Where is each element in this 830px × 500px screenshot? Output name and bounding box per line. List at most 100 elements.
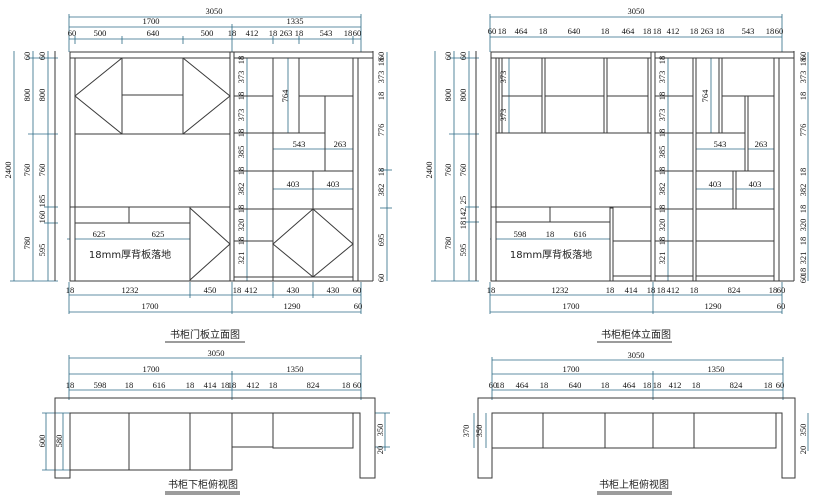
dimension-label: 60 [354, 301, 363, 311]
dimension-label: 3050 [628, 350, 645, 360]
dimension-label: 18 [236, 129, 246, 138]
dimension-label: 1232 [122, 285, 139, 295]
dimension-label: 18 [764, 380, 773, 390]
dimension-label: 625 [152, 229, 165, 239]
cabinet-body-outline [475, 51, 795, 282]
dimension-label: 18 [269, 380, 278, 390]
dimension-label: 385 [236, 146, 246, 159]
door-elevation-view [10, 14, 392, 343]
dimension-label: 616 [574, 229, 587, 239]
dimension-label: 185 [37, 195, 47, 208]
dimension-label: 18 [376, 58, 386, 67]
dimension-label: 60 [353, 380, 362, 390]
dimension-label: 60 [376, 274, 386, 283]
dimension-label: 18 [342, 380, 351, 390]
dimension-label: 760 [443, 164, 453, 177]
dimension-label: 600 [37, 435, 47, 448]
dimension-label: 640 [147, 28, 160, 38]
dimension-label: 373 [498, 109, 508, 122]
dimension-label: 18 [125, 380, 134, 390]
dimension-label: 18 [657, 167, 667, 176]
dimension-label: 18 [798, 92, 808, 101]
dimension-label: 60 [776, 380, 785, 390]
dimension-label: 595 [458, 244, 468, 257]
dimension-label: 18 [657, 92, 667, 101]
cabinet-outline [54, 51, 374, 282]
dimension-label: 18 [647, 285, 656, 295]
dimension-label: 320 [236, 219, 246, 232]
dimension-label: 263 [701, 26, 714, 36]
dimension-label: 3050 [206, 6, 223, 16]
dimension-label: 18 [186, 380, 195, 390]
dimension-lines [10, 14, 392, 314]
dimension-label: 18 [344, 28, 353, 38]
dimension-label: 760 [22, 164, 32, 177]
dimension-label: 20 [375, 446, 385, 455]
dimension-label: 18 [601, 26, 610, 36]
dimension-label: 382 [376, 184, 386, 197]
dimension-label: 18 [657, 285, 666, 295]
dimension-label: 18 [657, 129, 667, 138]
dimension-label: 321 [236, 252, 246, 265]
dimension-label: 1350 [287, 364, 304, 374]
dimension-label: 595 [37, 244, 47, 257]
dimension-label: 18 [539, 26, 548, 36]
dimension-label: 543 [293, 139, 306, 149]
dimension-label: 500 [201, 28, 214, 38]
dimension-label: 412 [667, 26, 680, 36]
dimension-label: 18 [236, 56, 246, 65]
dimension-label: 25 [458, 196, 468, 205]
dimension-label: 824 [307, 380, 321, 390]
dimension-label: 3050 [208, 348, 225, 358]
back-panel-note: 18mm厚背板落地 [89, 248, 171, 261]
dimension-label: 800 [22, 89, 32, 102]
dimension-label: 640 [569, 380, 582, 390]
upper-plan-view [473, 357, 809, 495]
dimension-label: 1335 [287, 16, 304, 26]
dimension-label: 412 [245, 285, 258, 295]
dimension-label: 142 [458, 208, 468, 221]
dimension-label: 373 [657, 109, 667, 122]
dimension-label: 464 [623, 380, 637, 390]
dimension-label: 543 [320, 28, 333, 38]
dimension-label: 450 [204, 285, 217, 295]
dimension-label: 824 [730, 380, 744, 390]
dimension-label: 1700 [142, 301, 159, 311]
dimension-label: 1700 [563, 364, 580, 374]
dimension-label: 263 [755, 139, 768, 149]
dimension-label: 320 [798, 219, 808, 232]
dimension-label: 382 [798, 184, 808, 197]
dimension-label: 18 [458, 221, 468, 230]
dimension-label: 543 [714, 139, 727, 149]
dimension-label: 18 [643, 26, 652, 36]
body-elevation-view [431, 14, 809, 343]
back-panel-note: 18mm厚背板落地 [510, 248, 592, 261]
view-title: 书柜门板立面图 [170, 328, 240, 341]
dimension-label: 764 [280, 89, 290, 103]
dimension-label: 18 [643, 380, 652, 390]
dimension-label: 263 [280, 28, 293, 38]
dimension-label: 764 [700, 89, 710, 103]
dimension-label: 350 [798, 424, 808, 437]
dimension-label: 18 [657, 205, 667, 214]
dimension-label: 800 [443, 89, 453, 102]
dimension-lines [431, 14, 809, 314]
dimension-label: 403 [287, 179, 300, 189]
dimension-label: 60 [37, 52, 47, 61]
dimension-label: 2400 [424, 162, 434, 179]
dimension-label: 18 [716, 26, 725, 36]
dimension-label: 18 [798, 168, 808, 177]
dimension-label: 403 [709, 179, 722, 189]
dimension-label: 18 [376, 168, 386, 177]
dimension-label: 18 [692, 380, 701, 390]
dimension-label: 18 [769, 285, 778, 295]
dimension-lines [42, 355, 390, 471]
dimension-label: 412 [246, 28, 259, 38]
dimension-label: 18 [798, 58, 808, 67]
dimension-label: 20 [798, 446, 808, 455]
dimension-label: 350 [375, 424, 385, 437]
dimension-label: 18 [766, 26, 775, 36]
dimension-label: 3050 [628, 6, 645, 16]
